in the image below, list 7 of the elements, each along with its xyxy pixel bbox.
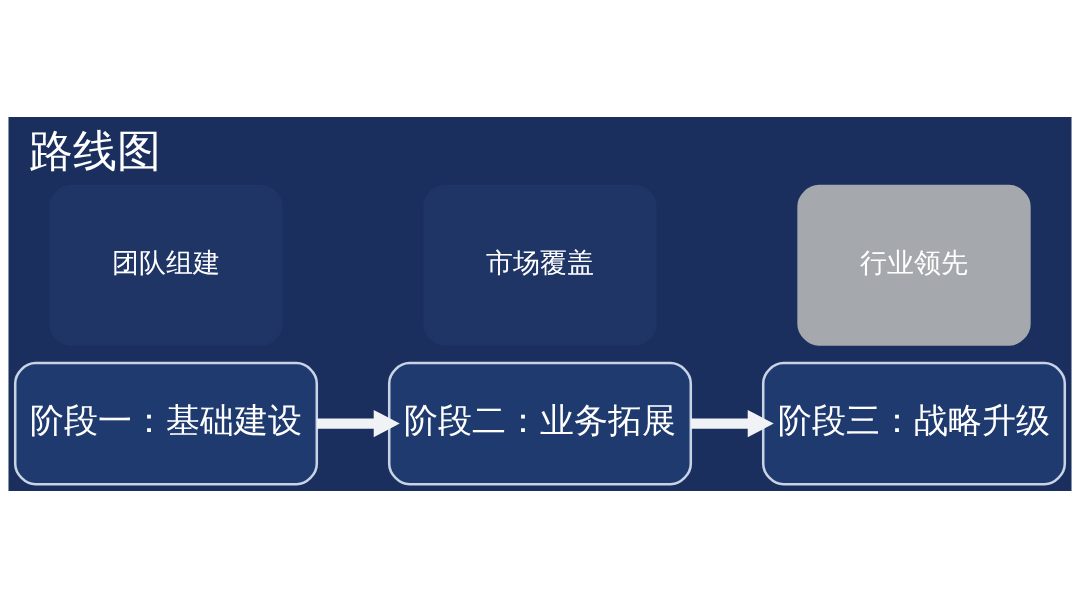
node-box: 阶段三：战略升级 [761,361,1067,486]
arrow [316,409,400,437]
diagram-title: 路线图 [29,124,162,176]
node-box: 阶段二：业务拓展 [387,361,693,486]
node-box: 阶段一：基础建设 [13,361,319,486]
arrow [690,409,774,437]
node-box: 行业领先 [797,184,1031,346]
